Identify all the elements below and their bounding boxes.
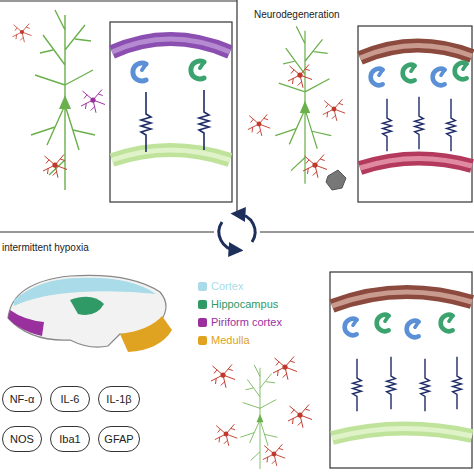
illustration-part (303, 155, 327, 178)
illustration-part (360, 158, 472, 168)
illustration-part (345, 319, 357, 336)
illustration-part (133, 63, 146, 81)
illustration-part (326, 170, 346, 190)
illustration-part (112, 150, 230, 160)
legend-text: Piriform cortex (211, 316, 282, 328)
illustration-part (441, 315, 453, 332)
panel-heading: Neurodegeneration (254, 9, 340, 20)
marker-text: NF-α (10, 393, 35, 405)
illustration-part (371, 69, 383, 86)
illustration-part (332, 428, 472, 438)
legend-entry: Piriform cortex (198, 316, 282, 328)
illustration-part (260, 231, 474, 232)
illustration-part (273, 357, 297, 380)
marker-text: NOS (10, 433, 34, 445)
illustration-part (43, 155, 67, 178)
illustration-part (360, 45, 472, 58)
illustration-part (358, 26, 472, 202)
illustration-part (31, 10, 95, 190)
legend-swatch (198, 336, 207, 345)
illustration-part (211, 365, 235, 388)
illustration-part (110, 22, 232, 202)
marker-pill: Iba1 (50, 426, 90, 452)
marker-pill: NOS (2, 426, 42, 452)
marker-text: IL-1β (106, 393, 131, 405)
illustration-part (377, 315, 389, 332)
illustration-part (8, 310, 44, 336)
marker-pill: NF-α (2, 386, 42, 412)
illustration-part (12, 24, 31, 43)
marker-text: Iba1 (59, 433, 80, 445)
illustration-part (248, 114, 270, 136)
illustration-part (387, 357, 396, 410)
marker-pill: IL-1β (98, 386, 140, 412)
illustration-part (236, 0, 237, 214)
illustration-part (112, 39, 230, 52)
illustration-part (275, 26, 331, 184)
marker-pill: GFAP (98, 426, 140, 452)
illustration-part (219, 222, 236, 250)
panel-heading: intermittent hypoxia (2, 242, 89, 253)
legend-entry: Cortex (198, 280, 243, 292)
illustration-part (215, 424, 237, 446)
illustration-part (455, 63, 467, 80)
legend-swatch (198, 300, 207, 309)
illustration-part (330, 272, 472, 468)
illustration-part (0, 1, 237, 2)
illustration-part (360, 45, 472, 58)
illustration-part (263, 444, 285, 466)
illustration-part (407, 321, 419, 338)
legend-swatch (198, 282, 207, 291)
legend-entry: Medulla (198, 334, 250, 346)
illustration-part (421, 359, 430, 412)
legend-text: Hippocampus (211, 298, 278, 310)
illustration-part (199, 90, 209, 150)
illustration-part (332, 292, 472, 306)
illustration-part (360, 158, 472, 168)
legend-swatch (198, 318, 207, 327)
illustration-part (112, 39, 230, 52)
illustration-part (0, 231, 214, 232)
illustration-part (288, 405, 312, 428)
marker-pill: IL-6 (50, 386, 90, 412)
illustration-part (383, 99, 392, 152)
illustration-part (191, 61, 204, 79)
legend-entry: Hippocampus (198, 298, 278, 310)
illustration-part (403, 65, 415, 82)
marker-text: IL-6 (61, 393, 80, 405)
legend-text: Cortex (211, 280, 243, 292)
illustration-part (332, 292, 472, 306)
illustration-part (112, 150, 230, 160)
illustration-part (323, 99, 345, 121)
marker-text: GFAP (104, 433, 133, 445)
illustration-part (433, 69, 445, 86)
illustration-part (447, 99, 456, 152)
illustration-part (288, 65, 312, 88)
legend-text: Medulla (211, 334, 250, 346)
illustration-part (332, 428, 472, 438)
illustration-part (238, 214, 255, 242)
illustration-part (353, 359, 362, 412)
illustration-part (81, 90, 105, 113)
illustration-part (141, 92, 151, 152)
illustration-part (120, 316, 172, 352)
illustration-part (453, 357, 462, 410)
illustration-part (415, 97, 424, 150)
illustration-part (70, 297, 104, 315)
